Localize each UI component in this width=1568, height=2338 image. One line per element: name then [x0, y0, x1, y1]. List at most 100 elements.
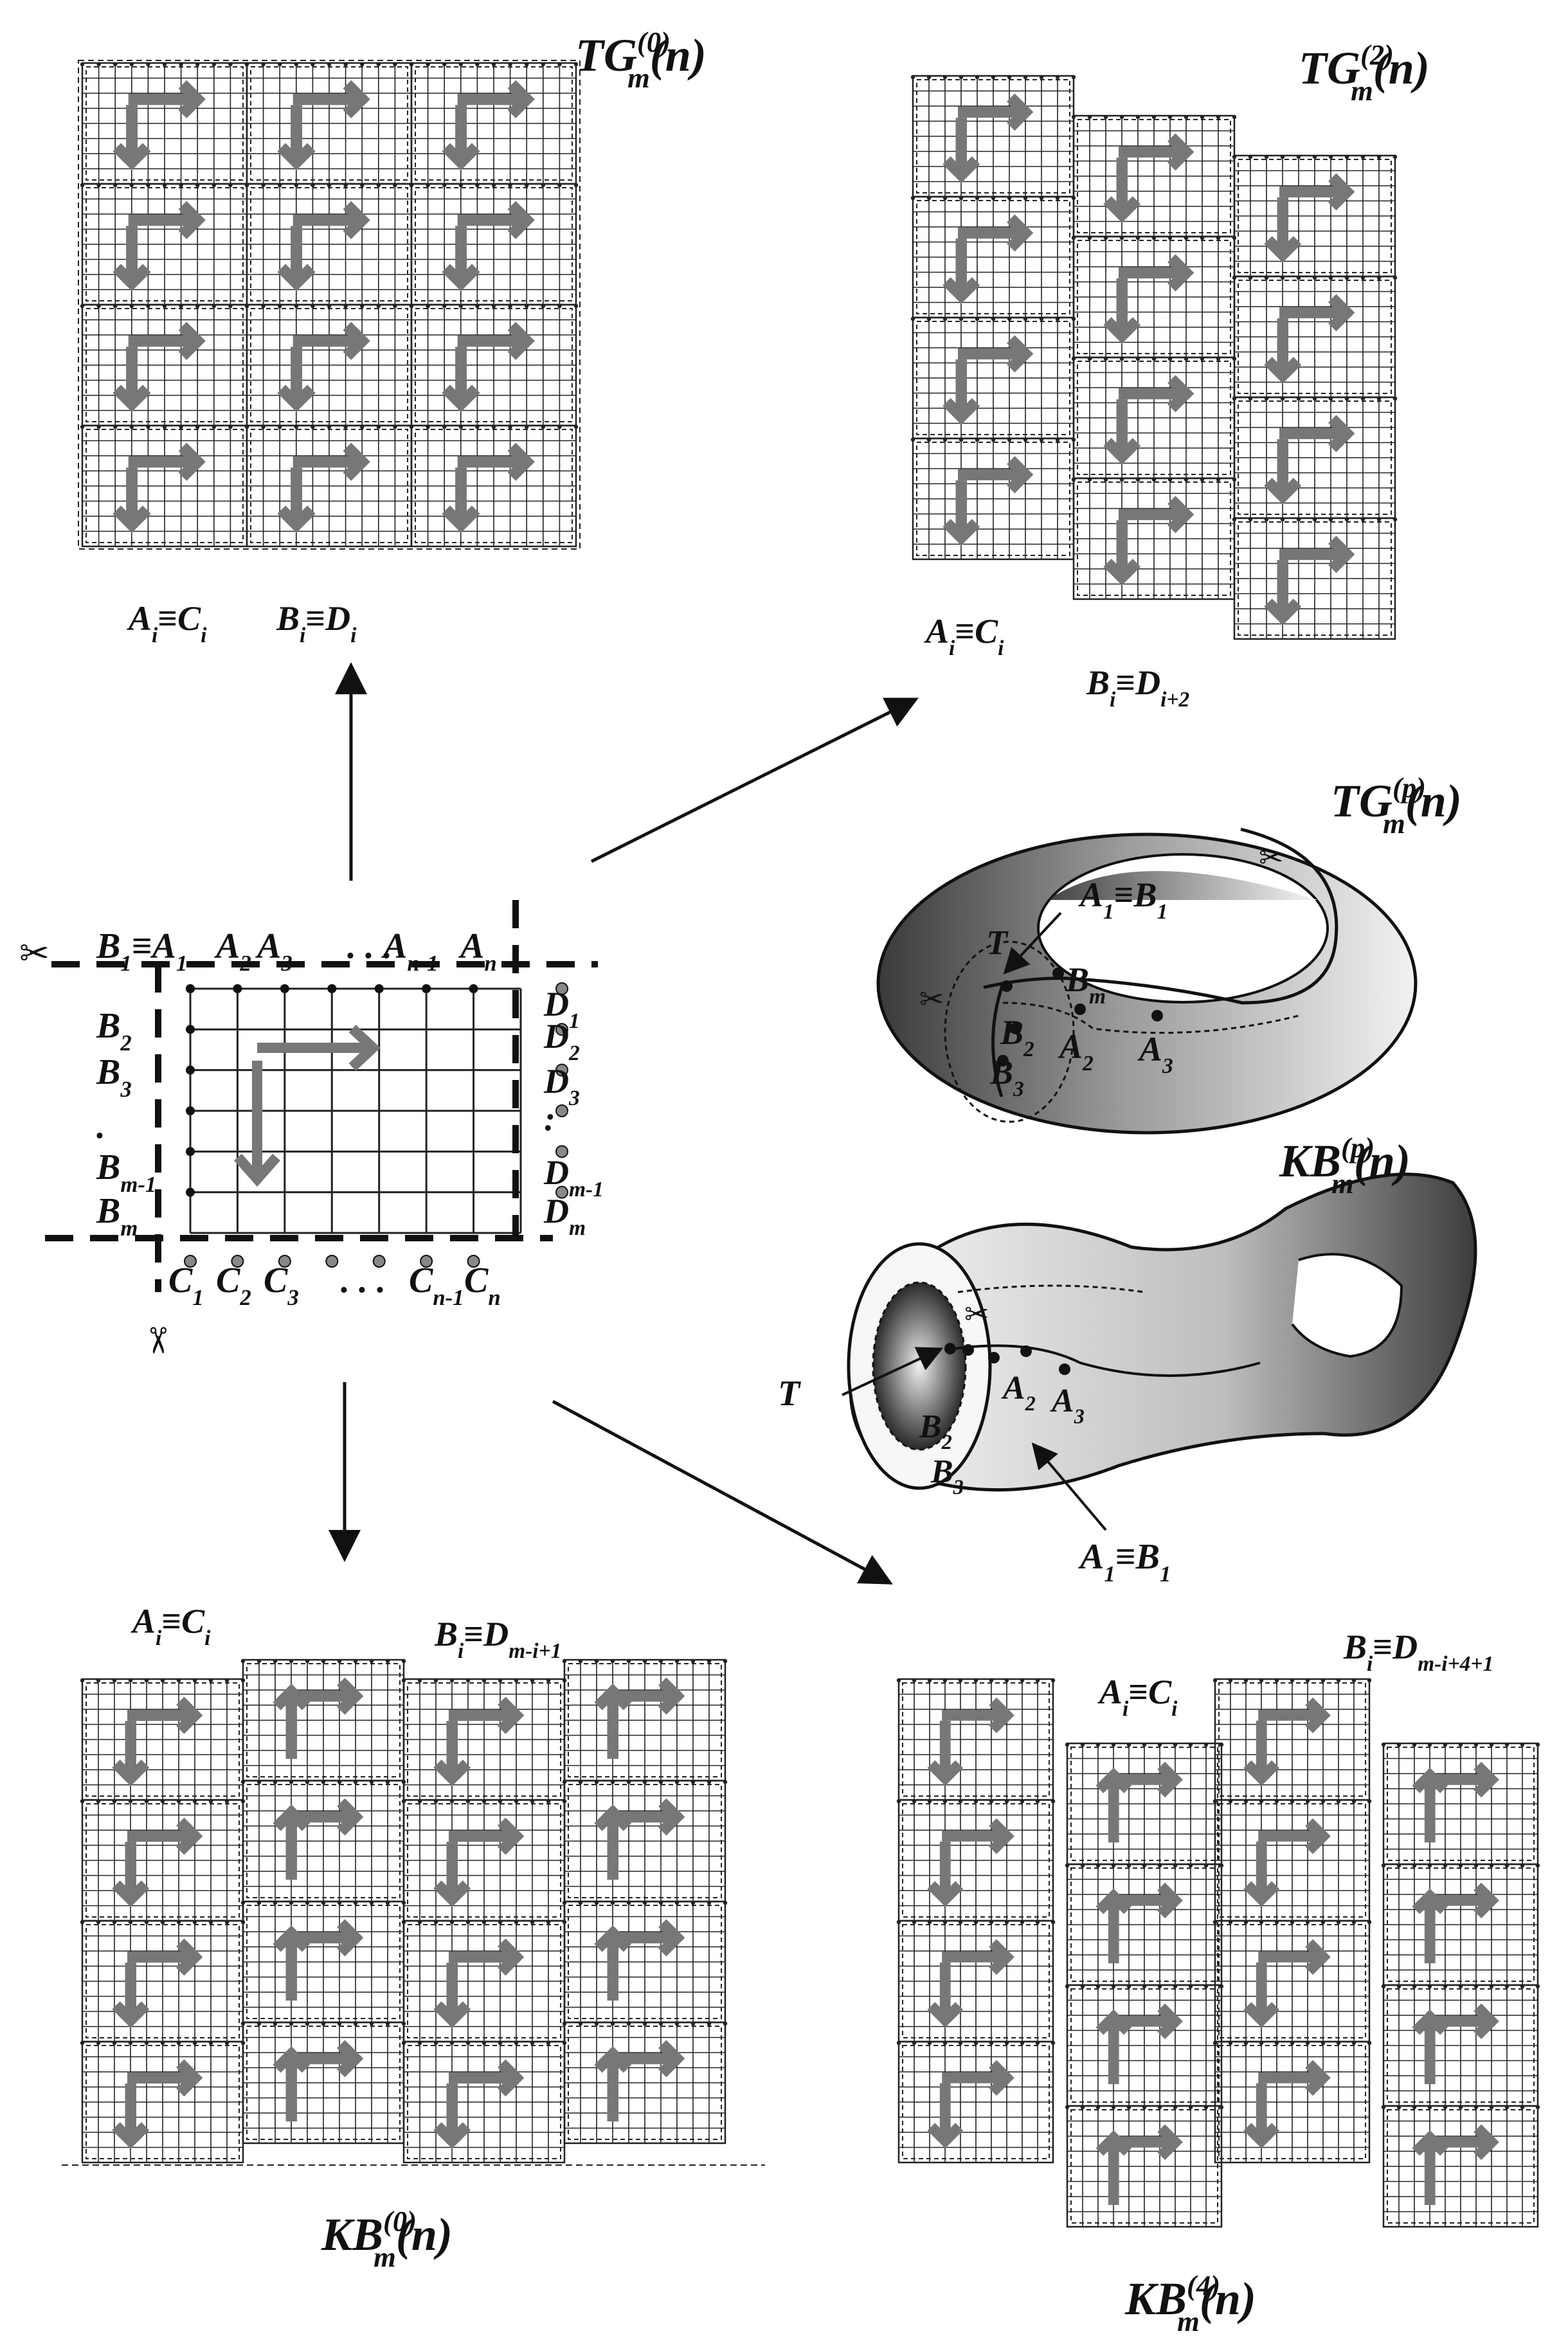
grid-node — [337, 1779, 342, 1785]
tile-grid-lines — [1215, 1921, 1369, 2042]
grid-node — [1264, 154, 1269, 159]
grid-node — [96, 424, 101, 429]
grid-node — [261, 303, 266, 309]
scissors-icon: ✂ — [1259, 840, 1284, 875]
kb0-tile — [562, 1779, 728, 1903]
grid-node — [1219, 1984, 1224, 1989]
tile-grid-lines — [899, 1800, 1053, 1921]
grid-node — [305, 1779, 310, 1785]
grid-node — [1274, 1799, 1279, 1804]
tile-grid-lines — [82, 1921, 243, 2042]
grid-node — [1219, 2105, 1224, 2110]
grid-node — [610, 1900, 615, 1905]
grid-node — [1142, 1984, 1147, 1989]
arrow-pair-down-icon — [942, 214, 1034, 304]
grid-node — [294, 303, 298, 309]
torus-top-label: A1≡B1 — [1078, 876, 1167, 924]
grid-node — [369, 1779, 374, 1785]
down-arrow-icon — [442, 105, 480, 170]
grid-node — [1320, 2040, 1326, 2046]
grid-node — [573, 424, 579, 429]
grid-node — [482, 1678, 487, 1683]
arrow-pair-up-icon — [594, 1677, 685, 1759]
grid-node — [192, 1920, 197, 1925]
grid-node — [973, 1678, 978, 1683]
right-arrow-icon — [958, 335, 1034, 373]
right-arrow-icon — [128, 321, 206, 361]
grid-node — [96, 1799, 101, 1804]
grid-node — [926, 75, 932, 80]
base-bottom-label: C3 — [264, 1261, 299, 1310]
grid-node — [1392, 154, 1398, 159]
grid-node — [1243, 1678, 1248, 1683]
tile-grid-lines — [243, 2022, 404, 2143]
arrow-pair-up-icon — [1095, 2124, 1183, 2206]
arrow-pair-up-icon — [273, 1798, 364, 1880]
grid-node — [1232, 114, 1237, 120]
connector-arrows — [329, 662, 919, 1585]
tg2-tile — [1071, 114, 1237, 238]
grid-node — [1184, 114, 1189, 120]
grid-node — [289, 1659, 294, 1664]
grid-node — [1203, 1984, 1209, 1989]
grid-node — [959, 195, 964, 201]
kb4-tile — [896, 2040, 1056, 2164]
grid-node — [144, 1799, 149, 1804]
grid-node — [1188, 1984, 1193, 1989]
right-arrow-icon — [958, 456, 1034, 494]
left-node — [186, 1106, 195, 1115]
tg0-tile — [409, 62, 579, 185]
grid-node — [228, 183, 233, 188]
tile-grid-lines — [404, 1679, 564, 1800]
tg2-tile — [910, 195, 1076, 319]
tile-grid-lines — [1067, 1743, 1221, 1864]
grid-node — [1216, 114, 1221, 120]
tile-grid-lines — [1067, 1985, 1221, 2106]
grid-node — [1443, 1863, 1448, 1868]
grid-node — [508, 424, 512, 429]
grid-node — [1142, 2105, 1147, 2110]
arrow-pair-down-icon — [277, 442, 370, 533]
up-arrow-icon — [594, 1684, 632, 1759]
grid-node — [1290, 1799, 1295, 1804]
tg0-tile — [409, 303, 579, 427]
arrow-pair-down-icon — [442, 201, 535, 291]
grid-node — [1135, 477, 1140, 482]
tile-grid-lines — [411, 184, 576, 305]
down-arrow-icon — [942, 359, 980, 425]
grid-node — [610, 1659, 615, 1664]
right-arrow-icon — [457, 201, 535, 240]
right-arrow-icon — [1119, 375, 1194, 413]
grid-node — [343, 62, 348, 67]
torus-meridian-solid — [991, 983, 1005, 1097]
tg0-tile — [409, 424, 579, 548]
grid-node — [257, 1659, 262, 1664]
grid-node — [160, 1678, 165, 1683]
right-arrow-icon — [1279, 535, 1355, 573]
grid-node — [642, 1659, 647, 1664]
grid-node — [674, 1900, 680, 1905]
base-left-label: . — [96, 1106, 105, 1146]
grid-node — [208, 1678, 213, 1683]
tgp-title: TG(p)m(n) — [1331, 771, 1462, 840]
grid-node — [1504, 1863, 1509, 1868]
grid-node — [1065, 1863, 1070, 1868]
grid-node — [658, 1900, 663, 1905]
grid-node — [1071, 356, 1076, 361]
grid-node — [658, 1659, 663, 1664]
grid-node — [927, 1920, 932, 1925]
grid-node — [1157, 1984, 1162, 1989]
grid-node — [1312, 517, 1317, 522]
grid-node — [113, 303, 118, 309]
arrow-pair-down-icon — [277, 80, 370, 170]
grid-node — [1427, 2105, 1432, 2110]
arrow-pair-down-icon — [1264, 535, 1355, 625]
grid-node — [1050, 2040, 1056, 2046]
grid-node — [1119, 235, 1124, 240]
down-arrow-icon — [234, 1061, 280, 1187]
grid-node — [353, 1900, 358, 1905]
down-arrow-icon — [112, 1963, 150, 2028]
right-arrow-icon — [457, 321, 535, 361]
torus-A2-label: A2 — [1058, 1027, 1094, 1075]
grid-node — [224, 1678, 230, 1683]
